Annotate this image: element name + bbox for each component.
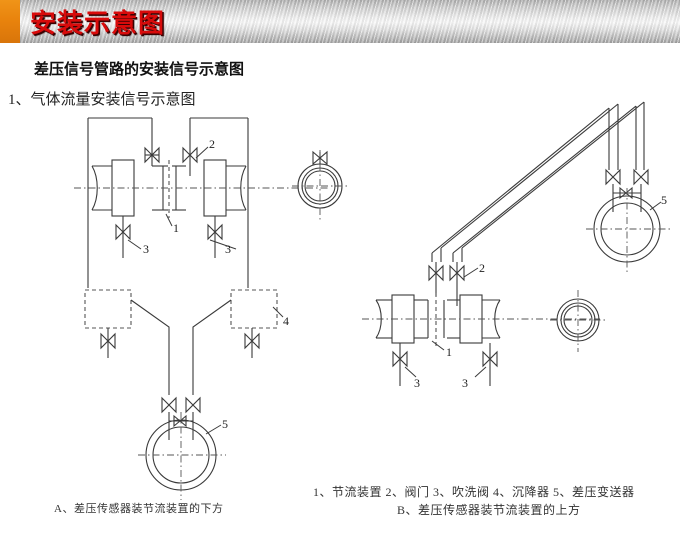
legend-text: 1、节流装置 2、阀门 3、吹洗阀 4、沉降器 5、差压变送器 [313, 485, 635, 499]
pipe-cross-section-left [292, 150, 348, 222]
callout-1-left: 1 [173, 221, 179, 235]
section-label: 1、气体流量安装信号示意图 [8, 92, 196, 108]
callout-3-right-b: 3 [462, 376, 468, 390]
blowdown-valve-right-a: 3 [207, 216, 237, 258]
blowdown-valve-right-a2: 3 [392, 343, 420, 390]
blowdown-valve-left-a: 3 [115, 216, 149, 258]
header-banner: 安装示意图 [0, 0, 680, 43]
transmitter-lines-left [130, 299, 232, 395]
diagram-left: 2 1 3 3 4 [74, 117, 348, 500]
callout-2-left: 2 [209, 137, 215, 151]
blowdown-valve-right-b2: 3 [462, 343, 498, 390]
impulse-piping-left [87, 117, 249, 288]
dp-transmitter-right: 5 [586, 188, 670, 272]
valve-upper-left-a [144, 145, 160, 166]
diagram-right: 2 1 3 [362, 101, 670, 390]
pipe-cross-section-right [550, 290, 606, 352]
orifice-pipe-left [74, 159, 330, 218]
settling-chamber-right: 4 [230, 289, 289, 358]
dp-transmitter-left: 5 [138, 412, 228, 500]
valve-upper-left-b [428, 262, 444, 296]
callout-3-right-a: 3 [414, 376, 420, 390]
caption-right-diagram: B、差压传感器装节流装置的上方 [397, 503, 581, 517]
caption-left-diagram: A、差压传感器装节流装罝的下方 [54, 503, 224, 515]
valve-upper-right-b [449, 262, 465, 306]
callout-3-left-b: 3 [225, 242, 231, 256]
callout-3-left-a: 3 [143, 242, 149, 256]
callout-1-right: 1 [446, 345, 452, 359]
settling-chamber-left [84, 289, 132, 358]
page-title: 安装示意图 [30, 9, 166, 39]
valve-upper-right-a [182, 145, 198, 176]
callout-5-right: 5 [661, 193, 667, 207]
callout-4-left: 4 [283, 314, 289, 328]
callout-2-right: 2 [479, 261, 485, 275]
header-accent-bar [0, 0, 20, 43]
orifice-pipe-right [362, 293, 600, 348]
callout-5-left: 5 [222, 417, 228, 431]
impulse-piping-right [431, 101, 645, 262]
subtitle: 差压信号管路的安装信号示意图 [34, 60, 245, 78]
